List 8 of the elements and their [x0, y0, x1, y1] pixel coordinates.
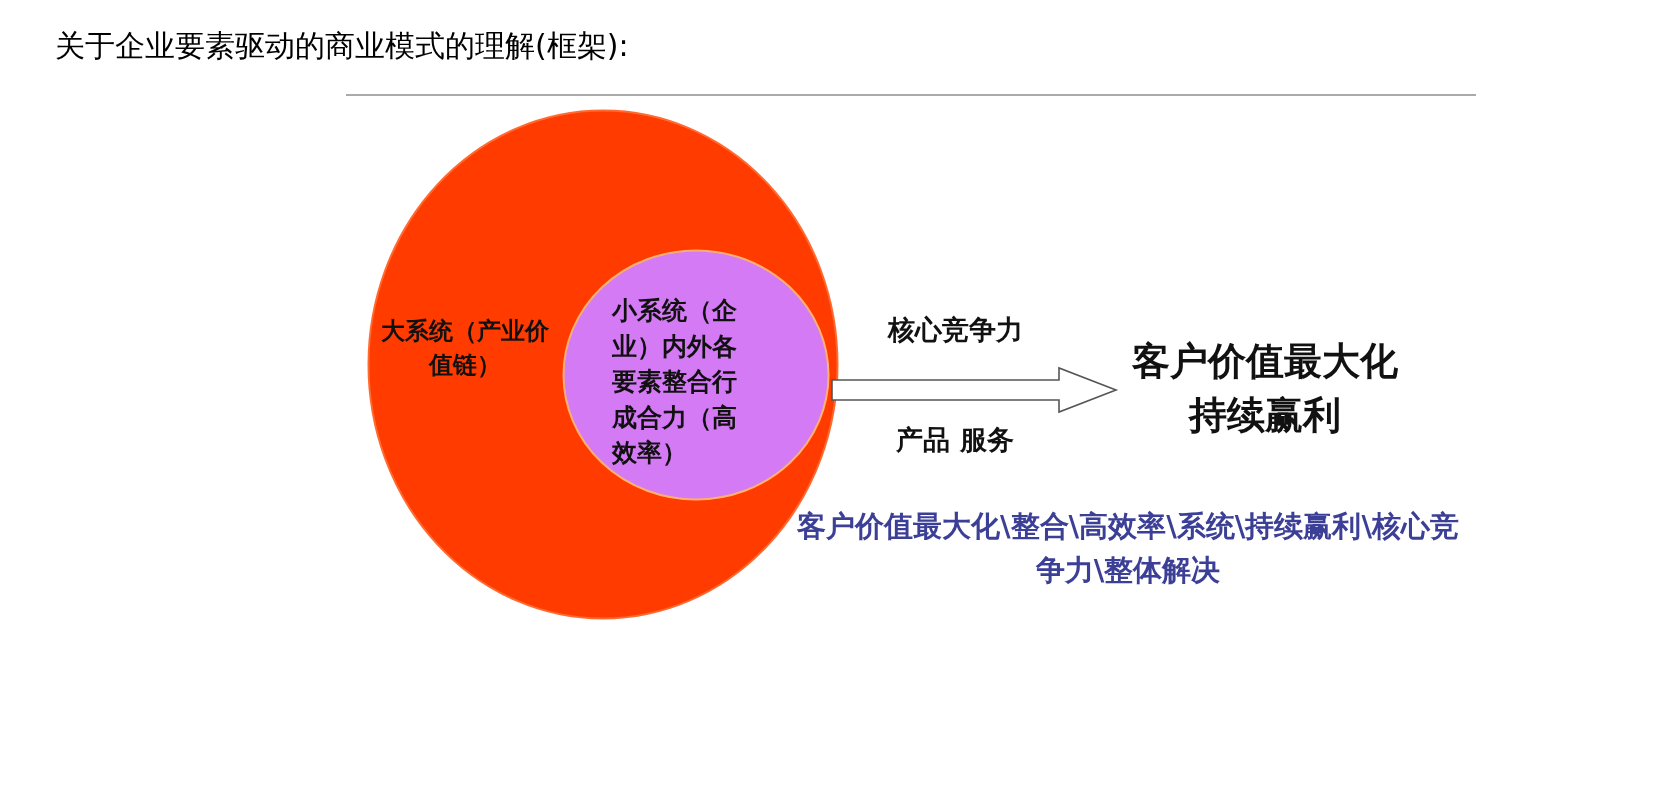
circle-label: 小系统（企业）内外各要素整合行成合力（高效率）: [612, 295, 738, 469]
result-text: 客户价值最大化持续赢利: [1131, 338, 1399, 439]
circle-label: 大系统（产业价值链）: [380, 316, 550, 382]
inner-circle: [562, 249, 830, 501]
title: 关于企业要素驱动的商业模式的理解(框架):: [55, 27, 629, 65]
block-arrow: [831, 366, 1119, 414]
arrow-caption: 产品 服务: [895, 423, 1015, 457]
keyword-text: 客户价值最大化\整合\高效率\系统\持续赢利\核心竞争力\整体解决: [796, 508, 1460, 589]
